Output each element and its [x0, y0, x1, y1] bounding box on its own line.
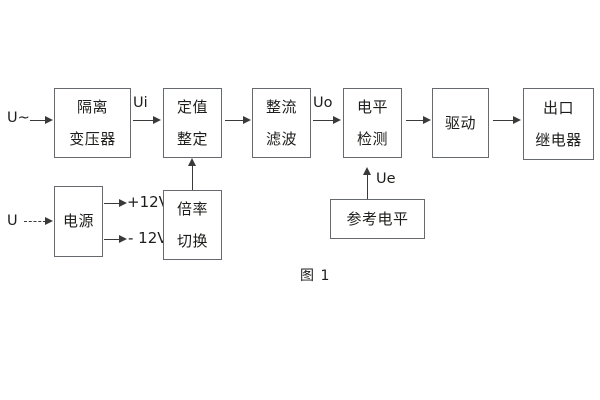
block-drive-line1: 驱动 [444, 113, 476, 132]
signal-uo-label: Uo [313, 95, 333, 111]
connector-input-dc [24, 221, 46, 222]
arrowhead-ui [153, 115, 161, 124]
arrowhead-input-dc [45, 216, 53, 225]
arrowhead-reference-to-level [363, 167, 371, 175]
block-setting-value[interactable]: 定值 整定 [163, 88, 222, 158]
block-setting-value-line2: 整定 [176, 129, 208, 148]
connector-ui [133, 120, 154, 121]
arrowhead-uo [333, 115, 341, 124]
block-level-detection-line2: 检测 [356, 129, 388, 148]
arrowhead-setting-to-rectify [243, 115, 251, 124]
block-isolation-transformer-line2: 变压器 [69, 129, 116, 148]
arrowhead-multiplier-to-setting [188, 158, 196, 166]
input-dc-label: U [7, 213, 18, 229]
arrowhead-input-ac [45, 115, 53, 124]
block-reference-level-line1: 参考电平 [346, 209, 409, 228]
signal-ue-label: Ue [376, 171, 396, 187]
block-power-supply-line1: 电源 [62, 212, 94, 230]
block-power-supply[interactable]: 电源 [54, 186, 103, 257]
block-reference-level[interactable]: 参考电平 [330, 199, 425, 239]
block-setting-value-line1: 定值 [176, 97, 208, 116]
rail-positive-label: +12V [127, 193, 169, 211]
connector-reference-to-level [367, 175, 368, 199]
arrowhead-level-to-drive [423, 115, 431, 124]
signal-ui-label: Ui [133, 95, 148, 111]
connector-drive-to-relay [493, 120, 514, 121]
block-multiplier-switch[interactable]: 倍率 切换 [163, 190, 222, 260]
arrowhead-rail-positive [119, 198, 127, 207]
block-drive[interactable]: 驱动 [432, 88, 489, 158]
arrowhead-drive-to-relay [513, 115, 521, 124]
connector-multiplier-to-setting [192, 166, 193, 190]
block-multiplier-switch-line2: 切换 [176, 231, 208, 250]
connector-input-ac [30, 120, 46, 121]
rail-negative-label: - 12V [128, 229, 168, 247]
arrowhead-rail-negative [119, 234, 127, 243]
connector-setting-to-rectify [225, 120, 244, 121]
block-level-detection-line1: 电平 [356, 97, 388, 116]
connector-rail-negative [104, 239, 120, 240]
connector-rail-positive [104, 203, 120, 204]
block-rectify-filter-line1: 整流 [265, 97, 297, 116]
block-rectify-filter[interactable]: 整流 滤波 [252, 88, 311, 158]
block-output-relay-line2: 继电器 [535, 130, 582, 149]
block-isolation-transformer-line1: 隔离 [76, 97, 108, 116]
connector-level-to-drive [406, 120, 424, 121]
block-multiplier-switch-line1: 倍率 [176, 199, 208, 218]
block-rectify-filter-line2: 滤波 [265, 129, 297, 148]
block-level-detection[interactable]: 电平 检测 [343, 88, 402, 158]
block-output-relay[interactable]: 出口 继电器 [523, 88, 594, 160]
block-output-relay-line1: 出口 [542, 98, 574, 117]
figure-caption: 图 1 [300, 268, 331, 284]
connector-uo [313, 120, 334, 121]
input-ac-label: U~ [7, 110, 30, 126]
block-isolation-transformer[interactable]: 隔离 变压器 [54, 88, 131, 158]
